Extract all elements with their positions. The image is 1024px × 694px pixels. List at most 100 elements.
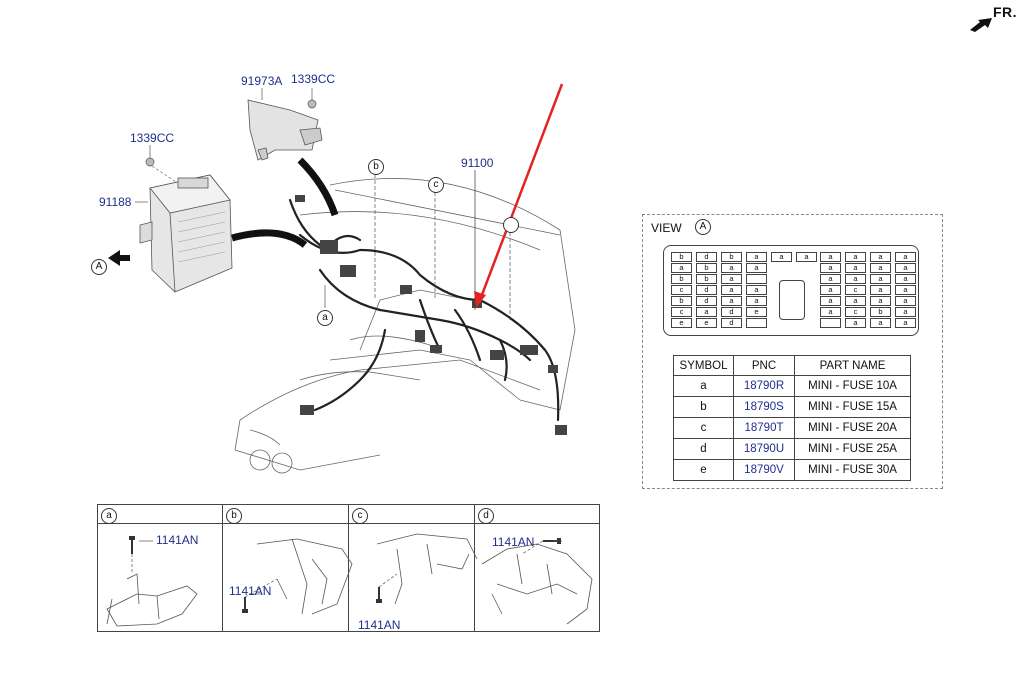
fuse-slot: b [696, 274, 717, 284]
fuse-slot: b [671, 252, 692, 262]
part-number-91973a: 91973A [241, 74, 283, 88]
fuse-slot: a [895, 285, 916, 295]
col-header-part-name: PART NAME [794, 355, 911, 376]
view-ref-circle: A [695, 219, 711, 235]
detail-ref-c-circle: c [428, 177, 444, 193]
fuse-slot: a [870, 318, 891, 328]
detail-a-label: a [101, 508, 117, 524]
detail-c-label: c [352, 508, 368, 524]
fuse-slot: a [820, 307, 841, 317]
fuse-slot: a [845, 296, 866, 306]
fuse-slot: a [845, 252, 866, 262]
part-name-cell: MINI - FUSE 10A [794, 375, 911, 397]
table-row: d 18790U MINI - FUSE 25A [673, 438, 911, 460]
front-indicator-label: FR. [993, 4, 1018, 20]
fuse-slot: a [870, 263, 891, 273]
fuse-slot: c [671, 307, 692, 317]
fuse-slot [820, 318, 841, 328]
fuse-slot: a [746, 252, 767, 262]
detail-c-bolt-part-number: 1141AN [358, 618, 401, 632]
fuse-slot: c [845, 285, 866, 295]
table-row: e 18790V MINI - FUSE 30A [673, 459, 911, 481]
pnc-cell: 18790U [733, 438, 795, 460]
detail-d-label: d [478, 508, 494, 524]
fuse-slot: a [845, 274, 866, 284]
fuse-slot: a [721, 296, 742, 306]
part-name-cell: MINI - FUSE 15A [794, 396, 911, 418]
view-label: VIEW [651, 221, 682, 235]
fuse-slot: a [820, 274, 841, 284]
col-header-pnc: PNC [733, 355, 795, 376]
fuse-slot: a [820, 263, 841, 273]
fuse-slot: a [895, 307, 916, 317]
part-name-cell: MINI - FUSE 20A [794, 417, 911, 439]
fuse-slot: a [721, 263, 742, 273]
fuse-slot: a [845, 318, 866, 328]
col-header-symbol: SYMBOL [673, 355, 734, 376]
fuse-slot: a [721, 285, 742, 295]
front-arrow-icon [970, 18, 992, 32]
table-row: c 18790T MINI - FUSE 20A [673, 417, 911, 439]
detail-divider [348, 504, 349, 632]
detail-a-bolt-part-number: 1141AN [156, 533, 199, 547]
fuse-slot: a [820, 296, 841, 306]
part-number-1339cc-top: 1339CC [291, 72, 336, 86]
symbol-cell: d [673, 438, 734, 460]
fuse-slot [746, 318, 767, 328]
detail-ref-d-circle [503, 217, 519, 233]
part-number-91100: 91100 [461, 156, 494, 170]
symbol-cell: a [673, 375, 734, 397]
symbol-cell: e [673, 459, 734, 481]
symbol-cell: c [673, 417, 734, 439]
part-name-cell: MINI - FUSE 25A [794, 438, 911, 460]
fuse-slot: a [895, 263, 916, 273]
table-row: b 18790S MINI - FUSE 15A [673, 396, 911, 418]
fuse-slot: a [895, 274, 916, 284]
fuse-slot: a [696, 307, 717, 317]
fuse-slot: a [895, 318, 916, 328]
view-a-panel [642, 214, 943, 489]
fuse-box-layout [663, 245, 919, 336]
fuse-slot: e [671, 318, 692, 328]
fuse-slot: c [671, 285, 692, 295]
fuse-slot: b [870, 307, 891, 317]
fuse-slot: a [870, 296, 891, 306]
fuse-slot: e [696, 318, 717, 328]
fuse-slot: e [746, 307, 767, 317]
view-a-reference-circle: A [91, 259, 107, 275]
fuse-slot: a [845, 263, 866, 273]
relay-socket [779, 280, 805, 320]
part-number-91188: 91188 [99, 195, 132, 209]
fuse-slot: a [746, 296, 767, 306]
pnc-cell: 18790R [733, 375, 795, 397]
fuse-slot: a [820, 252, 841, 262]
fuse-slot: d [696, 285, 717, 295]
detail-ref-b-circle: b [368, 159, 384, 175]
fuse-slot: a [870, 285, 891, 295]
fuse-slot: a [721, 274, 742, 284]
fuse-slot: b [696, 263, 717, 273]
detail-illustrations [106, 533, 593, 627]
fuse-slot: d [721, 318, 742, 328]
fuse-slot: c [845, 307, 866, 317]
fuse-slot: a [870, 274, 891, 284]
detail-divider [474, 504, 475, 632]
fuse-slot: a [746, 263, 767, 273]
detail-b-label: b [226, 508, 242, 524]
part-name-cell: MINI - FUSE 30A [794, 459, 911, 481]
fuse-slot: b [671, 274, 692, 284]
pnc-cell: 18790V [733, 459, 795, 481]
fuse-slot [746, 274, 767, 284]
detail-divider [222, 504, 223, 632]
fuse-slot: a [895, 296, 916, 306]
part-number-1339cc-left: 1339CC [130, 131, 175, 145]
fuse-slot: d [721, 307, 742, 317]
fuse-slot: b [721, 252, 742, 262]
fuse-slot: d [696, 296, 717, 306]
fuse-slot: a [771, 252, 792, 262]
detail-ref-a-circle: a [317, 310, 333, 326]
table-row: a 18790R MINI - FUSE 10A [673, 375, 911, 397]
fuse-slot: a [895, 252, 916, 262]
fuse-slot: a [796, 252, 817, 262]
fuse-slot: a [820, 285, 841, 295]
